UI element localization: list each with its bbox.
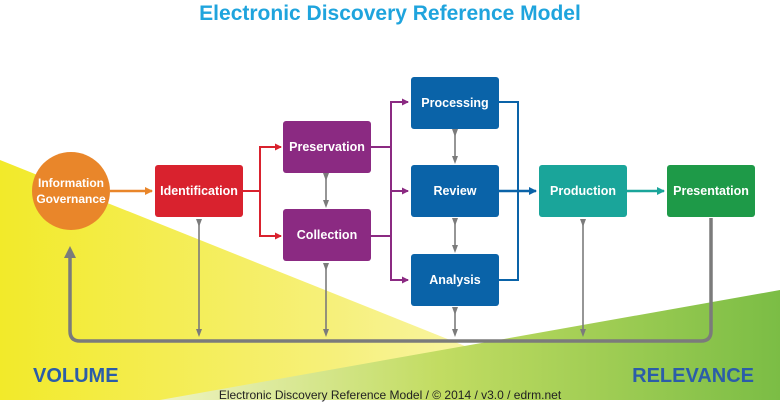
information-governance-node[interactable]: Information Governance [32, 152, 110, 230]
analysis-to-production-line [499, 191, 519, 281]
diagram-title: Electronic Discovery Reference Model [199, 2, 581, 25]
governance-label-line2: Governance [36, 192, 106, 206]
collection-node[interactable]: Collection [283, 209, 371, 261]
preservation-to-review-arrow [390, 147, 409, 195]
presentation-node[interactable]: Presentation [667, 165, 755, 217]
volume-label: VOLUME [33, 365, 119, 387]
preservation-to-processing-arrow [371, 98, 409, 148]
processing-label: Processing [421, 96, 489, 110]
processing-node[interactable]: Processing [411, 77, 499, 129]
production-label: Production [550, 184, 616, 198]
identification-to-preservation-arrow [243, 143, 282, 192]
relevance-wedge [160, 290, 780, 400]
identification-node[interactable]: Identification [155, 165, 243, 217]
collection-label: Collection [296, 228, 358, 242]
preservation-node[interactable]: Preservation [283, 121, 371, 173]
analysis-node[interactable]: Analysis [411, 254, 499, 306]
identification-to-collection-arrow [259, 191, 282, 240]
processing-to-production-line [499, 101, 519, 191]
feedback-loop-arrow [64, 218, 713, 343]
relevance-label: RELEVANCE [632, 365, 754, 387]
review-node[interactable]: Review [411, 165, 499, 217]
analysis-label: Analysis [429, 273, 481, 287]
governance-label-line1: Information [38, 175, 104, 190]
production-node[interactable]: Production [539, 165, 627, 217]
footer-credit: Electronic Discovery Reference Model / ©… [218, 388, 562, 402]
presentation-label: Presentation [673, 184, 749, 198]
collection-to-analysis-arrow [371, 235, 409, 284]
identification-label: Identification [160, 184, 238, 198]
preservation-label: Preservation [289, 140, 365, 154]
review-label: Review [433, 184, 477, 198]
